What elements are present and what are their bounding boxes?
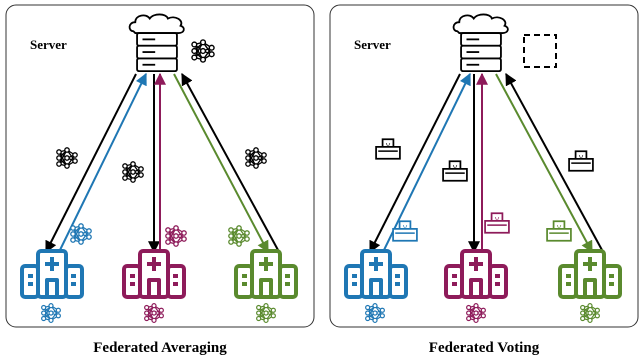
server-label: Server xyxy=(30,37,67,52)
hospital-building-icon xyxy=(20,249,84,299)
vote-flow-arrows xyxy=(369,72,603,254)
neural-network-icon xyxy=(122,161,144,183)
client-1-to-server-arrow xyxy=(59,72,147,251)
federated-voting-panel: Server xyxy=(329,4,639,328)
server-to-client-3-arrow xyxy=(495,73,593,254)
server-label: Server xyxy=(354,37,391,52)
federated-averaging-panel: Server xyxy=(5,4,315,328)
ballot-box-icon xyxy=(546,220,572,242)
hospital-building-icon xyxy=(444,249,508,299)
hospital-building-icon xyxy=(558,249,622,299)
panel-frame xyxy=(5,4,315,328)
hospital-building-icon xyxy=(122,249,186,299)
hospital-building-icon xyxy=(344,249,408,299)
neural-network-icon xyxy=(144,303,164,323)
server-to-client-3-arrow xyxy=(173,73,269,254)
global-model-network-icon xyxy=(191,39,215,63)
neural-network-icon xyxy=(580,303,600,323)
server-icon xyxy=(452,13,509,73)
ballot-box-icon xyxy=(375,138,401,160)
neural-network-icon xyxy=(41,303,61,323)
neural-network-icon xyxy=(70,223,92,245)
server-to-client-1-arrow xyxy=(369,73,461,254)
ballot-box-icon xyxy=(568,150,594,172)
federated-voting-caption: Federated Voting xyxy=(429,340,540,356)
client-3-to-server-arrow xyxy=(505,72,603,251)
server-icon xyxy=(128,13,185,73)
ballot-box-icon xyxy=(442,160,468,182)
ballot-box-icon xyxy=(484,212,510,234)
neural-network-icon xyxy=(466,303,486,323)
neural-network-icon xyxy=(56,147,78,169)
server-to-client-1-arrow xyxy=(45,73,137,254)
neural-network-icon xyxy=(245,147,267,169)
client-1-to-server-arrow xyxy=(383,72,471,251)
hospital-building-icon xyxy=(234,249,298,299)
neural-network-icon xyxy=(256,303,276,323)
neural-network-icon xyxy=(228,225,250,247)
client-3-to-server-arrow xyxy=(181,72,279,251)
neural-network-icon xyxy=(165,225,187,247)
federated-averaging-caption: Federated Averaging xyxy=(93,340,227,356)
empty-model-placeholder xyxy=(523,34,557,68)
model-flow-arrows xyxy=(45,72,279,254)
panel-frame xyxy=(329,4,639,328)
neural-network-icon xyxy=(365,303,385,323)
